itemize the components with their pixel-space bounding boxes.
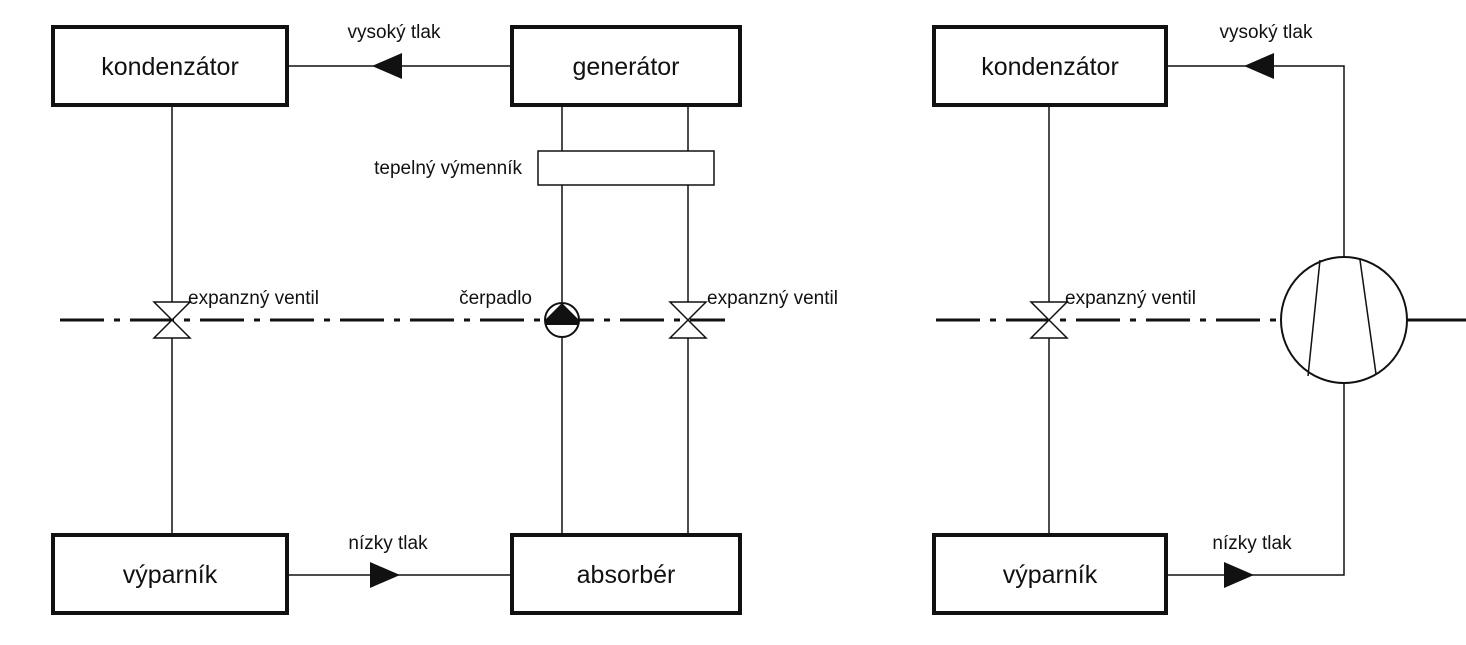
pump-label: čerpadlo	[459, 288, 532, 309]
low-pressure-label: nízky tlak	[348, 533, 428, 554]
low-pressure-arrow	[370, 562, 400, 588]
condenser-label-right: kondenzátor	[981, 53, 1119, 81]
compressor-cycle: kondenzátor výparník vysoký tlak nízky t…	[932, 22, 1466, 615]
high-pressure-arrow-right	[1244, 53, 1274, 79]
expansion-valve-right-cycle-icon	[1029, 301, 1069, 339]
heat-exchanger-label: tepelný výmenník	[374, 158, 522, 179]
evaporator-label: výparník	[123, 561, 218, 589]
absorber-box	[510, 533, 742, 615]
condenser-label: kondenzátor	[101, 53, 239, 81]
expansion-valve-right-label: expanzný ventil	[707, 288, 838, 309]
evaporator-label-right: výparník	[1003, 561, 1098, 589]
absorption-cycle: kondenzátor generátor výparník absorbér …	[51, 22, 838, 615]
evaporator-box	[51, 533, 289, 615]
high-pressure-label-right: vysoký tlak	[1220, 22, 1313, 43]
generator-box	[510, 25, 742, 107]
pump-icon	[544, 302, 580, 338]
compressor-to-condenser-line	[1166, 65, 1345, 258]
expansion-valve-label-right: expanzný ventil	[1065, 288, 1196, 309]
high-pressure-label: vysoký tlak	[348, 22, 441, 43]
expansion-valve-left-icon	[152, 301, 192, 339]
condenser-box	[51, 25, 289, 107]
evaporator-box-right	[932, 533, 1168, 615]
compressor-icon	[1280, 256, 1408, 384]
high-pressure-arrow	[372, 53, 402, 79]
absorber-label: absorbér	[577, 561, 676, 589]
generator-label: generátor	[572, 53, 679, 81]
low-pressure-label-right: nízky tlak	[1212, 533, 1292, 554]
condenser-box-right	[932, 25, 1168, 107]
expansion-valve-left-label: expanzný ventil	[188, 288, 319, 309]
expansion-valve-right-icon	[668, 301, 708, 339]
heat-exchanger-box	[537, 150, 715, 186]
low-pressure-arrow-right	[1224, 562, 1254, 588]
